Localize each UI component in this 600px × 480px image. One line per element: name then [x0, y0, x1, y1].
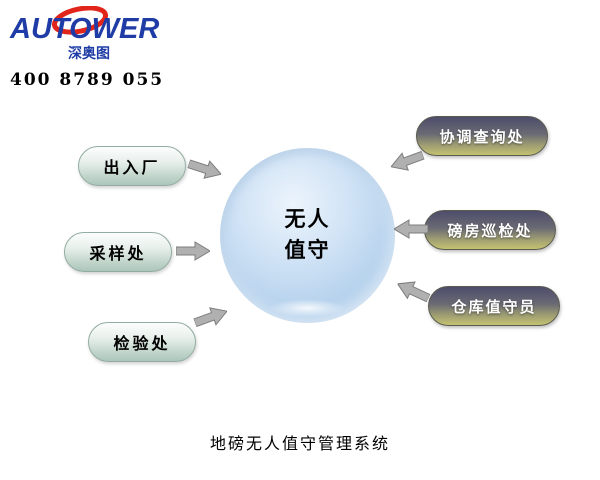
hub-glare-highlight: [269, 299, 346, 317]
autower-logo-art: AUTOWER 深奥图: [9, 5, 159, 61]
center-hub-label-line1: 无人: [284, 208, 331, 232]
node-sampling-office[interactable]: 采样处: [64, 232, 172, 272]
node-coordination-query-office[interactable]: 协调查询处: [416, 116, 548, 156]
node-label: 检验处: [113, 336, 171, 353]
node-warehouse-attendant[interactable]: 仓库值守员: [428, 286, 560, 326]
arrow-right-icon: [176, 241, 210, 261]
node-label: 仓库值守员: [451, 298, 537, 316]
autower-logo: AUTOWER 深奥图: [8, 5, 178, 68]
center-hub-label: 无人 值守: [285, 205, 331, 266]
center-hub-circle: 无人 值守: [220, 148, 395, 323]
node-entry-exit-factory[interactable]: 出入厂: [78, 146, 186, 186]
arrow-right-icon: [193, 307, 228, 328]
arrow-left-icon: [390, 150, 425, 171]
arrow-left-icon: [396, 281, 431, 303]
system-title-caption: 地磅无人值守管理系统: [209, 436, 390, 453]
logo-swoosh-icon: [51, 5, 109, 35]
node-label: 采样处: [89, 246, 147, 263]
node-inspection-office[interactable]: 检验处: [88, 322, 196, 362]
service-phone-number: 400 8789 055: [10, 70, 165, 90]
logo-subtitle-text: 深奥图: [68, 45, 110, 61]
center-hub-label-line2: 值守: [284, 238, 331, 262]
node-label: 出入厂: [103, 160, 161, 177]
node-label: 磅房巡检处: [447, 222, 533, 240]
arrow-left-icon: [394, 219, 428, 239]
node-weighbridge-patrol-office[interactable]: 磅房巡检处: [424, 210, 556, 250]
arrow-right-icon: [186, 159, 223, 179]
node-label: 协调查询处: [439, 128, 525, 146]
logo-brand-text: AUTOWER: [9, 13, 159, 45]
